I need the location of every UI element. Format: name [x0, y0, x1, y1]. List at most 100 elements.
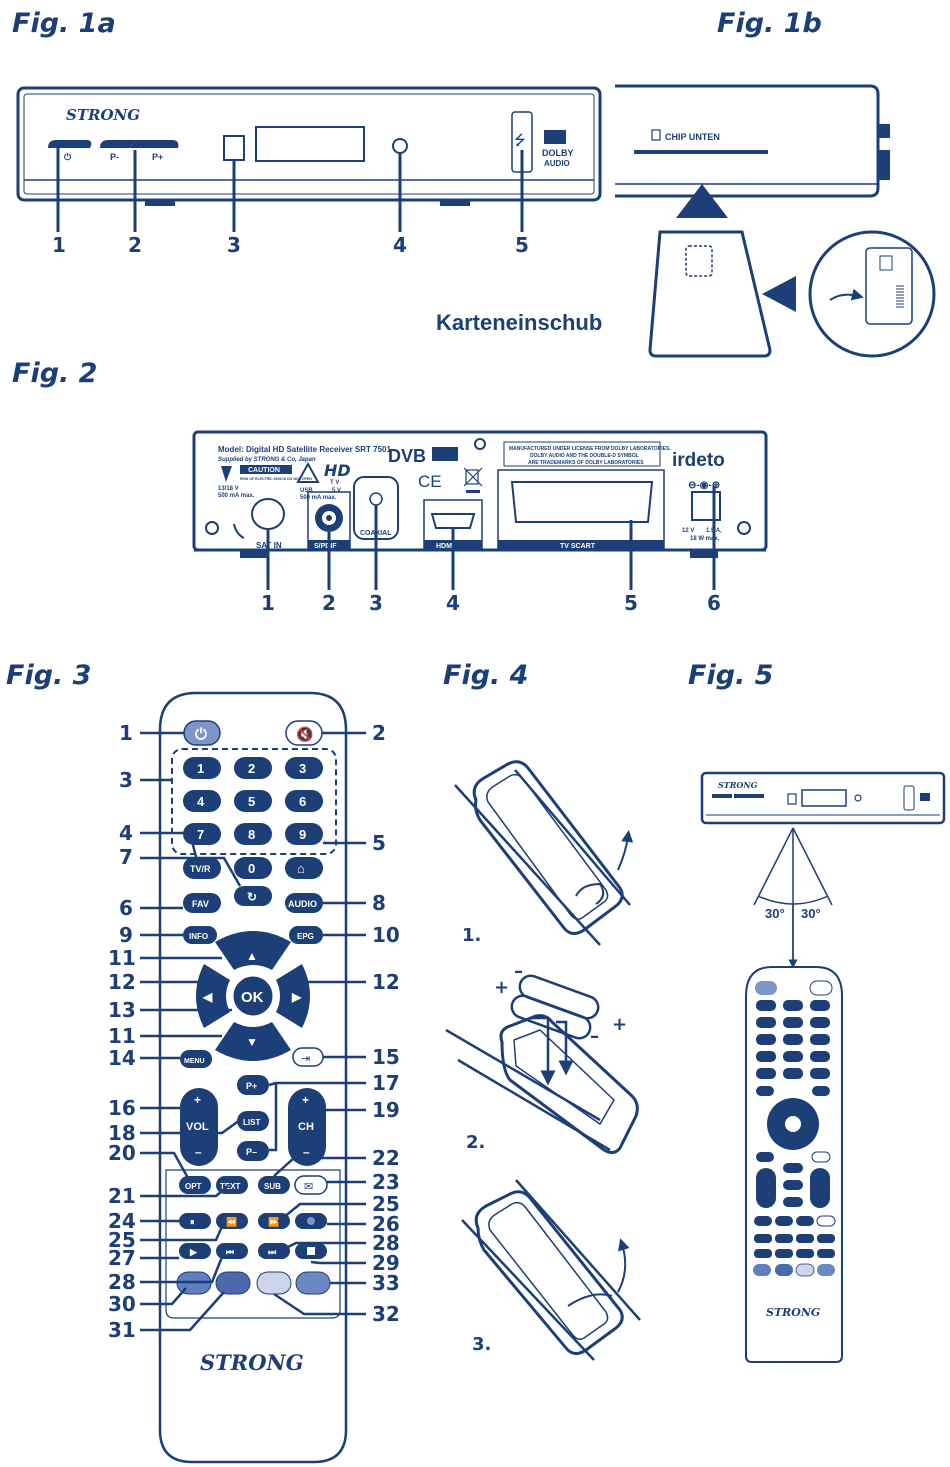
fig3-callout-left: 16	[108, 1096, 136, 1120]
fig3-home-button	[285, 857, 323, 879]
fig3-mail-button	[294, 1175, 328, 1195]
fig3-home-icon: ⌂	[297, 861, 305, 876]
fig2-dc-power-port	[691, 491, 721, 521]
fig1b-chip-label: CHIP UNTEN	[665, 132, 720, 142]
fig1a-p-minus-label: P-	[110, 152, 119, 162]
fig2-hdmi-port	[430, 513, 476, 529]
fig3-recall-button	[234, 886, 272, 906]
fig3-callout-right: 5	[372, 831, 386, 855]
fig3-volume-rocker	[180, 1088, 218, 1166]
fig3-digit-3: 3	[299, 761, 306, 776]
fig1a-p-plus-key	[130, 140, 179, 148]
fig4-battery-2	[510, 994, 592, 1040]
figure-1b-title: Fig. 1b	[717, 8, 822, 39]
fig2-model-line: Model: Digital HD Satellite Receiver SRT…	[218, 445, 391, 454]
fig3-callout-left: 11	[108, 1024, 136, 1048]
fig1a-power-label: ⏻	[64, 152, 72, 162]
fig2-dolby-notice-3: ARE TRADEMARKS OF DOLBY LABORATORIES	[528, 460, 644, 466]
fig1a-receiver-front: STRONG ⏻ P- P+ ⭍ DOLBY AUDIO 1 2 3 4 5	[16, 86, 602, 257]
svg-text:▶: ▶	[291, 990, 302, 1004]
fig4-plus-sign: +	[494, 977, 509, 998]
fig1b-card-slot-view: CHIP UNTEN Karteneinschub	[436, 84, 936, 358]
fig1b-zoom-circle	[808, 230, 936, 358]
fig3-navigation-ring: ▲ ▼ ◀ ▶ OK	[196, 931, 310, 1061]
fig2-hdtv: HD	[324, 461, 351, 480]
fig2-callout: 5	[624, 591, 638, 615]
fig3-ch-label: CH	[298, 1121, 314, 1133]
fig3-epg-button	[289, 926, 323, 944]
fig5-angle-left: 30°	[765, 906, 785, 921]
fig2-irdeto-logo: irdeto	[672, 450, 725, 471]
fig4-step-1: 1.	[462, 925, 481, 946]
svg-text:▼: ▼	[246, 1035, 258, 1049]
figure-1a-title: Fig. 1a	[12, 8, 116, 39]
fig3-sub-button	[258, 1176, 290, 1194]
svg-text:▲: ▲	[246, 949, 258, 963]
fig3-callout-left: 4	[119, 821, 133, 845]
svg-text:▶: ▶	[189, 1247, 198, 1257]
fig3-digit-8: 8	[248, 827, 255, 842]
fig1a-callout: 4	[393, 233, 407, 257]
fig4-plus-sign: +	[612, 1014, 627, 1035]
fig3-p-plus-label: P+	[246, 1081, 257, 1091]
fig3-digit-9: 9	[299, 827, 306, 842]
fig3-callout-right: 28	[372, 1231, 400, 1255]
fig3-tvr-label: TV/R	[190, 864, 211, 874]
fig1a-dolby-text: DOLBY	[542, 148, 574, 158]
svg-text:⏪: ⏪	[226, 1216, 237, 1227]
fig3-callout-right: 26	[372, 1212, 400, 1236]
fig3-exit-icon: ⇥	[301, 1053, 310, 1065]
fig2-dolby-notice-2: DOLBY AUDIO AND THE DOUBLE-D SYMBOL	[530, 453, 639, 459]
fig3-digit-7: 7	[197, 827, 204, 842]
svg-text:⏩: ⏩	[268, 1216, 279, 1227]
fig3-callout-right: 33	[372, 1271, 400, 1295]
figure-4-title: Fig. 4	[443, 660, 529, 691]
fig4-step-2: 2.	[466, 1132, 485, 1153]
fig4-step-3: 3.	[472, 1334, 491, 1355]
fig3-vol-minus: –	[195, 1145, 202, 1159]
fig3-callout-left: 30	[108, 1292, 136, 1316]
fig2-caution-sub: RISK OF ELECTRIC SHOCK DO NOT OPEN	[240, 477, 312, 481]
fig2-callout: 1	[261, 591, 275, 615]
fig1b-insert-arrow	[676, 184, 728, 218]
fig3-remote-control: ⏻ 🔇 1 2 3 4 5 6 7 8 9 0 TV/R ⌂ ↻ FAV AUD…	[108, 691, 400, 1464]
fig3-tvr-button	[183, 857, 221, 879]
fig3-digit-2: 2	[248, 761, 255, 776]
fig2-callout: 4	[446, 591, 460, 615]
fig3-epg-label: EPG	[297, 932, 314, 941]
fig5-ir-range: STRONG 30° 30°	[700, 771, 946, 1363]
fig3-audio-label: AUDIO	[288, 899, 317, 909]
fig2-dolby-notice-1: MANUFACTURED UNDER LICENSE FROM DOLBY LA…	[509, 446, 671, 452]
fig2-usb-power-1: USB	[300, 488, 313, 494]
fig3-numeric-block	[171, 748, 337, 855]
figure-5-title: Fig. 5	[688, 660, 774, 691]
fig3-vol-plus: +	[194, 1093, 201, 1107]
fig3-callout-right: 25	[372, 1192, 400, 1216]
fig2-weee-icon	[463, 467, 483, 487]
svg-text:⏻: ⏻	[195, 726, 207, 743]
fig3-color-key-3	[256, 1271, 292, 1295]
fig1a-callout: 3	[227, 233, 241, 257]
fig2-callout: 6	[707, 591, 721, 615]
fig3-vol-label: VOL	[186, 1121, 209, 1133]
svg-text:⊖-◉-⊕: ⊖-◉-⊕	[688, 480, 720, 491]
fig3-recall-icon: ↻	[247, 890, 257, 904]
fig3-pause-button	[179, 1213, 211, 1229]
fig3-digit-keys: 1 2 3 4 5 6 7 8 9 0	[183, 757, 323, 879]
fig2-hdmi-label: HDMI	[436, 543, 454, 550]
figure-2-title: Fig. 2	[12, 358, 98, 389]
fig3-info-button	[183, 926, 217, 944]
fig3-ch-minus: –	[303, 1145, 310, 1159]
svg-text:🔇: 🔇	[296, 726, 313, 743]
fig2-caution: CAUTION	[248, 467, 280, 474]
fig2-lnb-power-2: 500 mA max.	[218, 493, 255, 499]
fig3-list-label: LIST	[243, 1118, 260, 1127]
fig3-callout-left: 12	[108, 970, 136, 994]
fig3-callout-left: 21	[108, 1184, 136, 1208]
fig2-dvb-logo: DVB	[388, 446, 426, 466]
fig3-sub-label: SUB	[264, 1182, 281, 1191]
fig3-ch-plus: +	[302, 1093, 309, 1107]
fig3-ok-label: OK	[241, 989, 264, 1006]
fig1b-slot	[634, 150, 768, 154]
